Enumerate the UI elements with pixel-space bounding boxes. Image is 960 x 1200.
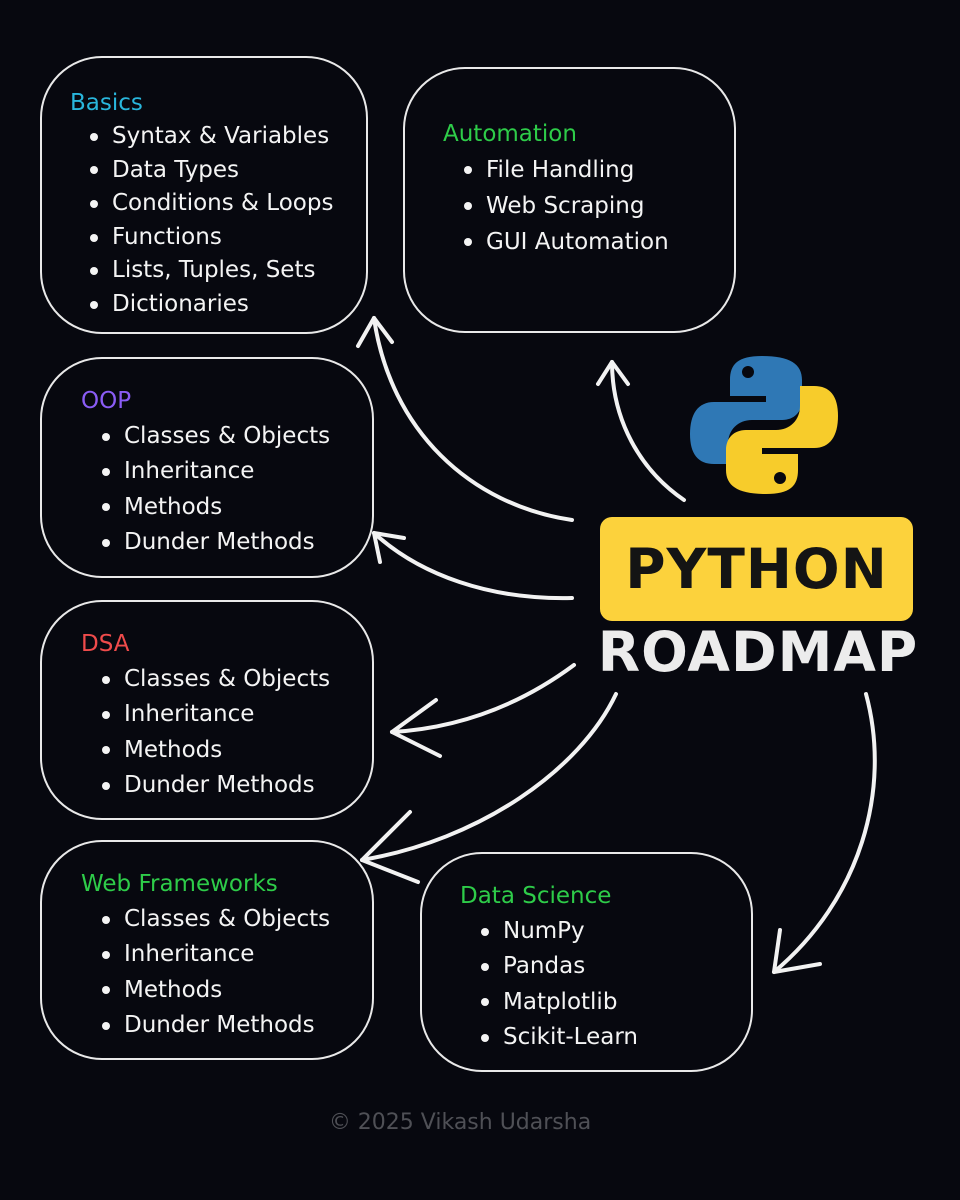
arrow-head-basics [356,316,394,348]
card-automation: Automation File Handling Web Scraping GU… [403,67,736,333]
list-item: Syntax & Variables [89,120,333,154]
arrow-to-basics [372,316,574,522]
card-dsa: DSA Classes & Objects Inheritance Method… [40,600,374,820]
card-list-basics: Syntax & Variables Data Types Conditions… [89,120,333,322]
arrow-to-dsa [390,663,576,734]
arrow-head-web [360,810,420,884]
card-list-dsa: Classes & Objects Inheritance Methods Du… [101,662,330,803]
list-item: Matplotlib [481,985,638,1020]
arrow-to-automation [610,360,686,502]
arrow-to-data-science [772,692,877,974]
card-title-web-frameworks: Web Frameworks [81,871,278,897]
list-item: Methods [101,973,330,1008]
card-oop: OOP Classes & Objects Inheritance Method… [40,357,374,578]
list-item: Methods [101,490,330,525]
list-item: Methods [101,733,330,768]
card-data-science: Data Science NumPy Pandas Matplotlib Sci… [420,852,753,1072]
card-title-oop: OOP [81,388,132,414]
list-item: Classes & Objects [101,662,330,697]
list-item: Dunder Methods [101,1008,330,1043]
title-badge: PYTHON [600,517,913,621]
card-web-frameworks: Web Frameworks Classes & Objects Inherit… [40,840,374,1060]
list-item: GUI Automation [464,224,669,260]
list-item: Dictionaries [89,288,333,322]
list-item: Web Scraping [464,188,669,224]
list-item: Data Types [89,154,333,188]
list-item: Inheritance [101,697,330,732]
list-item: Classes & Objects [101,419,330,454]
card-list-data-science: NumPy Pandas Matplotlib Scikit-Learn [481,914,638,1055]
list-item: File Handling [464,152,669,188]
list-item: NumPy [481,914,638,949]
list-item: Pandas [481,949,638,984]
card-basics: Basics Syntax & Variables Data Types Con… [40,56,368,334]
arrow-head-dsa [390,698,442,758]
list-item: Scikit-Learn [481,1020,638,1055]
card-list-automation: File Handling Web Scraping GUI Automatio… [464,152,669,260]
card-list-web-frameworks: Classes & Objects Inheritance Methods Du… [101,902,330,1043]
arrow-head-data-science [772,928,822,974]
list-item: Functions [89,221,333,255]
list-item: Lists, Tuples, Sets [89,254,333,288]
list-item: Dunder Methods [101,768,330,803]
card-title-dsa: DSA [81,631,130,657]
card-title-data-science: Data Science [460,883,612,909]
list-item: Dunder Methods [101,525,330,560]
page-subtitle: ROADMAP [597,620,919,684]
page-title: PYTHON [625,537,888,601]
list-item: Conditions & Loops [89,187,333,221]
list-item: Inheritance [101,454,330,489]
card-list-oop: Classes & Objects Inheritance Methods Du… [101,419,330,560]
arrow-to-oop [372,531,574,601]
card-title-automation: Automation [443,121,577,147]
copyright-footer: © 2025 Vikash Udarsha [328,1110,592,1135]
list-item: Inheritance [101,937,330,972]
python-logo-icon [690,356,838,494]
card-title-basics: Basics [70,90,143,116]
list-item: Classes & Objects [101,902,330,937]
arrow-head-automation [596,360,630,386]
arrow-head-oop [372,531,406,564]
arrow-to-web [360,692,618,862]
